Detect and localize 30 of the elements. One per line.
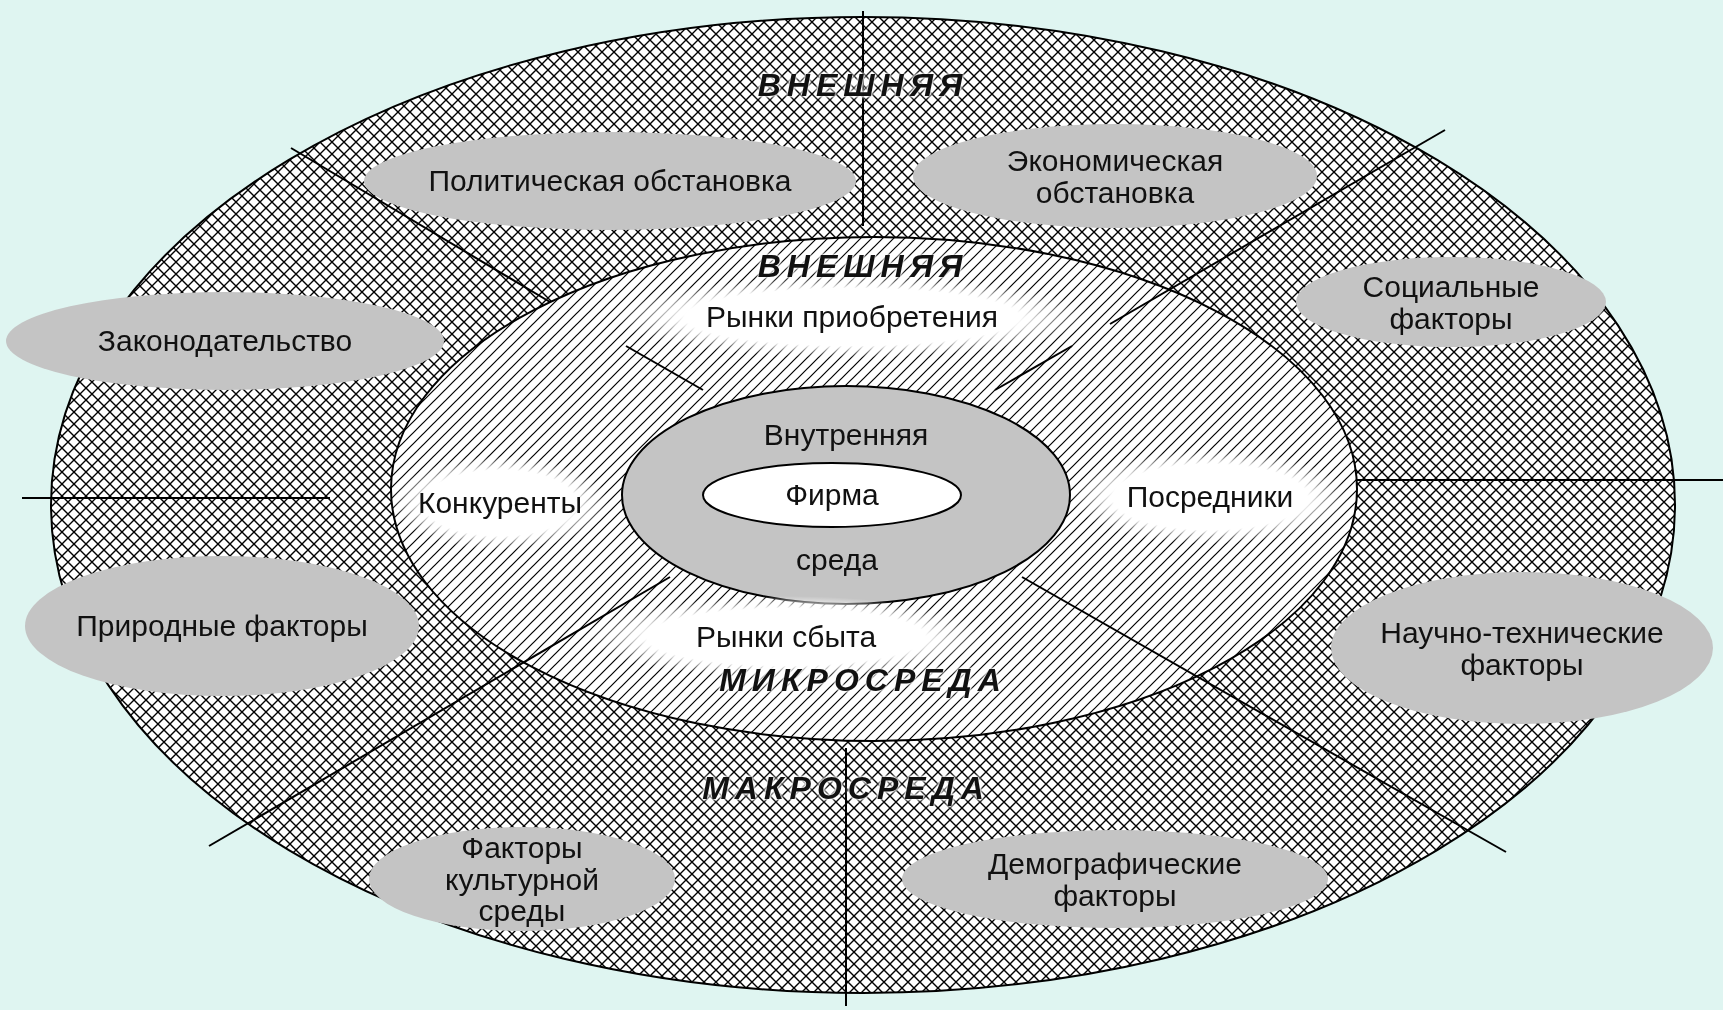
factor-ellipse <box>912 123 1318 229</box>
market-label: Рынки сбыта <box>694 621 878 653</box>
market-patch <box>612 275 1092 359</box>
macro-environment-ellipse <box>50 16 1676 994</box>
factor-label: Социальные факторы <box>1361 270 1541 334</box>
zone-label: Внутренняя <box>763 419 929 451</box>
market-label: Рынки приобретения <box>705 301 999 333</box>
factor-ellipse <box>24 555 420 697</box>
market-label: Посредники <box>1125 481 1295 513</box>
micro-environment-ellipse <box>390 236 1358 742</box>
factor-ellipse <box>368 826 676 932</box>
factor-ellipse <box>5 291 445 391</box>
zone-label: среда <box>796 544 878 576</box>
factor-label: Научно-технические факторы <box>1379 616 1665 680</box>
factor-ellipse <box>1295 256 1607 348</box>
factor-label: Политическая обстановка <box>427 165 793 197</box>
factor-ellipse <box>1330 571 1714 725</box>
factor-label: Экономическая обстановка <box>1005 144 1225 208</box>
internal-environment-ellipse <box>621 385 1071 605</box>
firm-ellipse <box>702 462 962 528</box>
factor-ellipse <box>363 131 857 231</box>
factor-ellipse <box>901 829 1329 929</box>
market-patch <box>1070 449 1350 545</box>
factor-label: Природные факторы <box>75 610 369 642</box>
factor-label: Демографические факторы <box>987 847 1243 911</box>
factor-label: Факторы культурной среды <box>444 831 600 927</box>
market-patch <box>390 455 610 551</box>
firm-label: Фирма <box>784 479 880 511</box>
factor-label: Законодательство <box>96 325 354 357</box>
market-label: Конкуренты <box>416 487 584 519</box>
